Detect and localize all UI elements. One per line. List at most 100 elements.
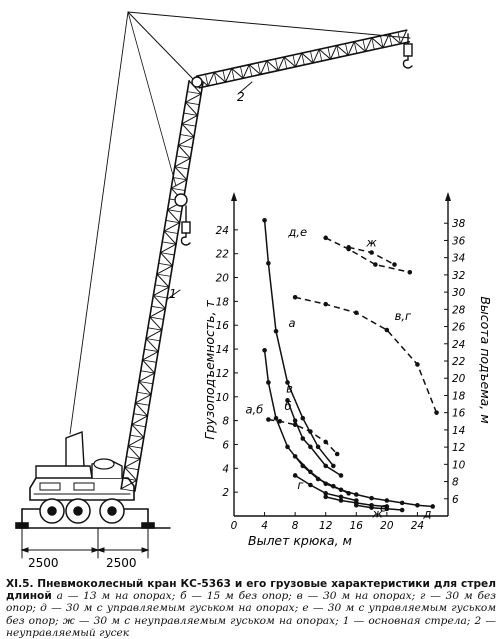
data-point bbox=[392, 262, 397, 267]
data-point bbox=[300, 436, 306, 441]
boom-hook bbox=[180, 205, 191, 246]
data-point bbox=[373, 262, 378, 267]
y-left-tick-label: 6 bbox=[222, 439, 229, 451]
series-label: а bbox=[289, 316, 296, 330]
x-tick-label: 0 bbox=[231, 520, 238, 532]
y-right-tick-label: 32 bbox=[452, 270, 466, 282]
data-point bbox=[273, 328, 279, 334]
caption-body: а — 13 м на опорах; б — 15 м без опор; в… bbox=[6, 590, 496, 639]
data-point bbox=[399, 507, 405, 513]
series-label: е bbox=[380, 500, 387, 514]
data-point bbox=[292, 422, 298, 428]
data-point bbox=[323, 481, 329, 487]
y-right-axis-label: Высота подъема, м bbox=[478, 296, 493, 423]
series-label: а,б bbox=[245, 403, 263, 417]
outrigger-right bbox=[124, 508, 155, 529]
data-point bbox=[323, 491, 329, 496]
data-point bbox=[323, 463, 329, 469]
y-right-tick-label: 28 bbox=[452, 304, 466, 316]
data-point bbox=[415, 362, 420, 367]
data-point bbox=[266, 417, 271, 422]
y-right-tick-label: 30 bbox=[452, 287, 466, 299]
data-point bbox=[308, 444, 313, 450]
data-point bbox=[407, 270, 413, 275]
y-left-tick-label: 8 bbox=[222, 416, 229, 428]
series-line bbox=[294, 455, 433, 508]
data-point bbox=[323, 301, 329, 307]
jib-hook bbox=[402, 33, 413, 69]
y-left-tick-label: 22 bbox=[216, 249, 230, 261]
data-point bbox=[277, 418, 283, 424]
series-label: б bbox=[284, 399, 291, 413]
data-point bbox=[292, 294, 298, 300]
y-right-tick-label: 14 bbox=[452, 425, 465, 437]
data-point bbox=[262, 347, 267, 353]
y-right-tick-label: 22 bbox=[452, 356, 466, 368]
data-point bbox=[323, 494, 329, 500]
callout-1: 1 bbox=[169, 287, 177, 301]
y-left-tick-label: 18 bbox=[216, 296, 230, 308]
guy-rope bbox=[69, 11, 129, 435]
x-axis-label: Вылет крюка, м bbox=[248, 533, 352, 548]
y-right-tick-label: 24 bbox=[452, 339, 465, 351]
data-point bbox=[338, 498, 344, 503]
data-point bbox=[308, 469, 313, 475]
data-point bbox=[262, 218, 267, 223]
data-point bbox=[273, 415, 279, 421]
data-point bbox=[308, 429, 313, 434]
data-point bbox=[300, 415, 306, 421]
figure-caption: XI.5. Пневмоколесный кран КС-5363 и его … bbox=[6, 578, 496, 639]
y-left-tick-label: 4 bbox=[222, 463, 229, 475]
data-point bbox=[346, 245, 351, 250]
y-right-tick-label: 18 bbox=[452, 390, 466, 402]
y-left-tick-label: 10 bbox=[216, 392, 230, 404]
data-point bbox=[353, 502, 359, 508]
y-right-tick-label: 34 bbox=[452, 253, 465, 265]
series-label: в,г bbox=[395, 309, 412, 323]
series-line bbox=[294, 296, 438, 413]
data-point bbox=[353, 492, 359, 497]
caption-figure-number: XI.5. bbox=[6, 578, 34, 590]
data-point bbox=[292, 418, 298, 423]
y-left-tick-label: 12 bbox=[216, 368, 230, 380]
jib-fly bbox=[195, 29, 411, 89]
data-point bbox=[338, 473, 344, 478]
outrigger-left bbox=[15, 508, 41, 529]
y-right-tick-label: 8 bbox=[452, 477, 459, 489]
data-point bbox=[384, 506, 390, 512]
main-boom bbox=[120, 80, 204, 492]
data-point bbox=[430, 504, 436, 509]
series-label: д bbox=[422, 506, 431, 520]
caption-title: Пневмоколесный кран КС-5363 и его грузов… bbox=[6, 578, 496, 603]
data-point bbox=[399, 500, 405, 506]
y-right-tick-label: 38 bbox=[452, 218, 466, 230]
x-tick-label: 8 bbox=[292, 520, 299, 532]
data-point bbox=[315, 444, 321, 450]
data-point bbox=[285, 444, 290, 450]
y-right-tick-label: 6 bbox=[452, 494, 459, 506]
data-point bbox=[292, 454, 298, 459]
x-tick-label: 12 bbox=[319, 520, 333, 532]
y-right-tick-label: 16 bbox=[452, 408, 466, 420]
data-point bbox=[369, 250, 374, 255]
data-point bbox=[338, 487, 344, 493]
wheels bbox=[39, 498, 125, 524]
data-point bbox=[334, 451, 340, 457]
data-point bbox=[415, 502, 420, 508]
data-point bbox=[338, 494, 344, 500]
data-point bbox=[369, 505, 374, 510]
dimension-lines bbox=[20, 527, 150, 559]
callout-2: 2 bbox=[237, 90, 245, 104]
y-right-tick-label: 20 bbox=[452, 373, 466, 385]
data-point bbox=[353, 310, 359, 316]
dimension-right: 2500 bbox=[106, 556, 137, 570]
data-point bbox=[331, 463, 336, 469]
data-point bbox=[384, 327, 390, 333]
data-point bbox=[323, 439, 329, 445]
data-point bbox=[323, 235, 329, 241]
data-point bbox=[434, 410, 439, 415]
